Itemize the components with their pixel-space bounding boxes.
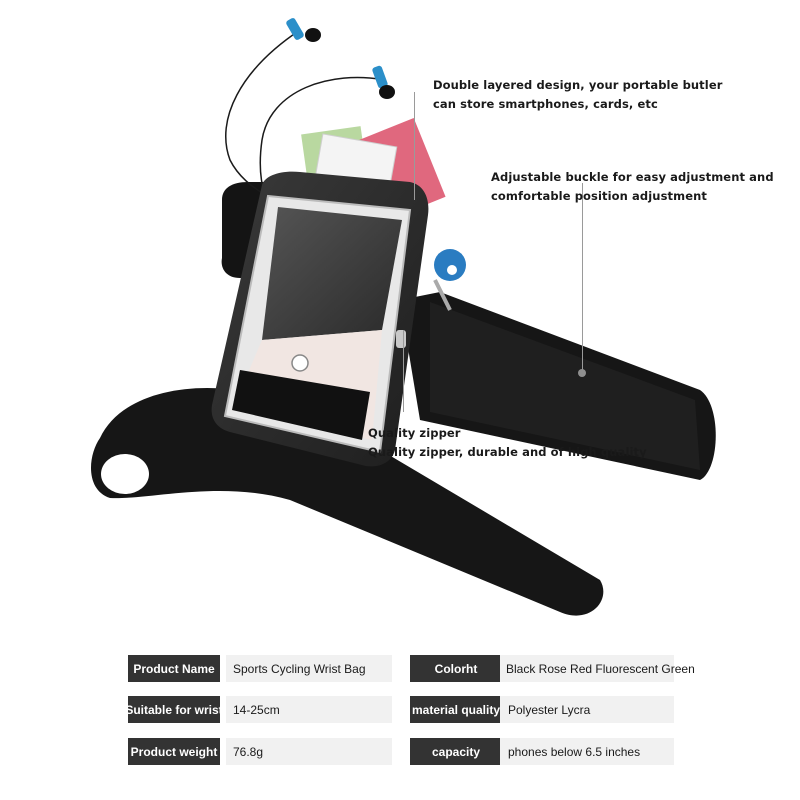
spec-value-color: Black Rose Red Fluorescent Green xyxy=(500,655,695,682)
spec-value-capacity: phones below 6.5 inches xyxy=(500,738,674,765)
spec-value-product-name: Sports Cycling Wrist Bag xyxy=(226,655,392,682)
home-button-icon xyxy=(291,354,309,372)
spec-label-capacity: capacity xyxy=(410,738,502,765)
guide-line-buckle xyxy=(582,183,583,373)
thumb-hole xyxy=(101,454,149,494)
spec-label-material: material quality xyxy=(410,696,502,723)
callout-zipper-line2: Quality zipper, durable and of high qual… xyxy=(368,445,647,459)
keys xyxy=(433,249,466,311)
callout-zipper-line1: Quality zipper xyxy=(368,426,461,440)
spec-label-color: Colorht xyxy=(410,655,502,682)
guide-line-layers xyxy=(414,92,415,200)
spec-value-material: Polyester Lycra xyxy=(500,696,674,723)
callout-buckle: Adjustable buckle for easy adjustment an… xyxy=(491,168,774,206)
phone-pouch xyxy=(211,171,429,467)
callout-zipper: Quality zipper Quality zipper, durable a… xyxy=(368,424,647,462)
zipper-pull xyxy=(396,330,406,348)
earphones xyxy=(225,29,386,196)
buckle-marker-dot xyxy=(578,369,586,377)
spec-value-weight: 76.8g xyxy=(226,738,392,765)
spec-label-weight: Product weight xyxy=(128,738,220,765)
spec-value-wrist: 14-25cm xyxy=(226,696,392,723)
spec-label-product-name: Product Name xyxy=(128,655,220,682)
callout-buckle-line2: comfortable position adjustment xyxy=(491,189,707,203)
callout-layers: Double layered design, your portable but… xyxy=(433,76,723,114)
armband-strap-long xyxy=(90,388,604,616)
earbud-left xyxy=(286,18,321,42)
product-photo xyxy=(90,18,716,616)
guide-line-zipper xyxy=(403,330,404,412)
callout-layers-line2: can store smartphones, cards, etc xyxy=(433,97,658,111)
earbud-right xyxy=(372,65,395,99)
callout-layers-line1: Double layered design, your portable but… xyxy=(433,78,723,92)
callout-buckle-line1: Adjustable buckle for easy adjustment an… xyxy=(491,170,774,184)
spec-label-wrist: Suitable for wrist xyxy=(125,696,223,723)
armband-strap-buckle xyxy=(400,292,716,480)
